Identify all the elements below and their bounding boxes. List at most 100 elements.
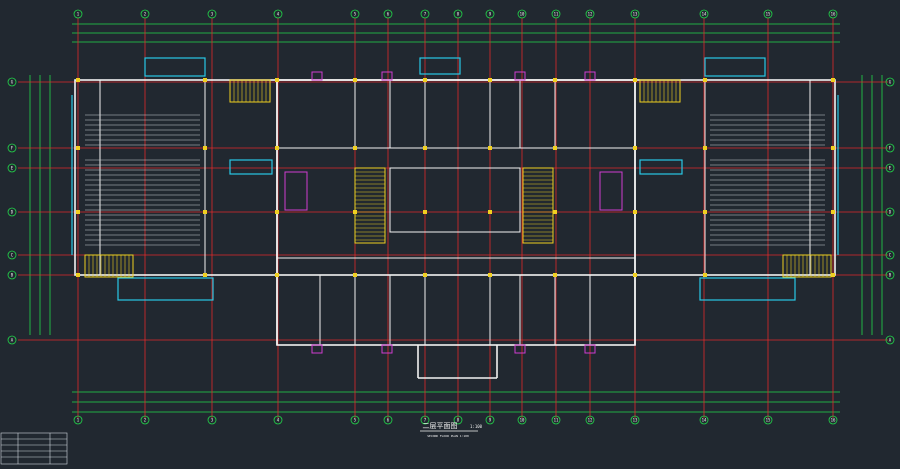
grid-bubble-top: 4 [273,9,283,19]
grid-label-top: 13 [633,12,638,17]
grid-bubble-bottom: 4 [273,415,283,425]
grid-label-right: E [889,166,892,171]
grid-label-right: G [889,80,892,85]
grid-bubble-bottom: 5 [350,415,360,425]
grid-label-bottom: 15 [766,418,771,423]
grid-bubble-top: 10 [517,9,527,19]
grid-bubble-left: A [7,335,17,345]
structural-columns [76,78,835,277]
grid-label-bottom: 3 [211,418,214,423]
grid-label-top: 15 [766,12,771,17]
grid-bubble-bottom: 16 [828,415,838,425]
grid-bubble-top: 13 [630,9,640,19]
grid-bubble-bottom: 6 [383,415,393,425]
grid-label-bottom: 14 [702,418,707,423]
grid-label-right: B [889,273,892,278]
grid-bubble-left: E [7,163,17,173]
grid-bubble-top: 15 [763,9,773,19]
grid-label-right: C [889,253,892,258]
grid-label-bottom: 6 [387,418,390,423]
fixtures [284,71,623,354]
grid-label-left: F [11,146,14,151]
grid-bubble-bottom: 9 [485,415,495,425]
grid-bubble-top: 3 [207,9,217,19]
grid-label-top: 7 [424,12,427,17]
grid-label-top: 10 [520,12,525,17]
grid-bubble-bottom: 7 [420,415,430,425]
grid-label-bottom: 9 [489,418,492,423]
grid-bubble-top: 7 [420,9,430,19]
interior-walls [99,80,811,345]
grid-label-right: F [889,146,892,151]
grid-label-top: 14 [702,12,707,17]
stair-treads [88,80,828,277]
grid-bubble-bottom: 15 [763,415,773,425]
grid-label-right: D [889,210,892,215]
grid-label-bottom: 2 [144,418,147,423]
grid-label-bottom: 1 [77,418,80,423]
grid-bubble-top: 5 [350,9,360,19]
grid-bubble-top: 1 [73,9,83,19]
grid-label-top: 16 [831,12,836,17]
grid-bubble-right: E [885,163,895,173]
grid-bubble-right: D [885,207,895,217]
grid-label-top: 5 [354,12,357,17]
grid-bubble-left: B [7,270,17,280]
grid-bubble-right: F [885,143,895,153]
grid-label-bottom: 11 [554,418,559,423]
grid-label-top: 2 [144,12,147,17]
grid-label-bottom: 7 [424,418,427,423]
grid-label-top: 4 [277,12,280,17]
drawing-scale: 1:100 [470,424,483,429]
grid-bubble-top: 6 [383,9,393,19]
grid-label-bottom: 5 [354,418,357,423]
grid-bubble-bottom: 10 [517,415,527,425]
grid-label-left: C [11,253,14,258]
grid-bubble-top: 9 [485,9,495,19]
grid-bubble-right: C [885,250,895,260]
grid-bubble-left: D [7,207,17,217]
grid-bubble-bottom: 3 [207,415,217,425]
grid-bubble-top: 14 [699,9,709,19]
grid-bubble-bottom: 14 [699,415,709,425]
grid-label-left: A [11,338,14,343]
grid-bubble-left: F [7,143,17,153]
drawing-subtitle: SECOND FLOOR PLAN 1:100 [427,434,469,438]
grid-label-left: D [11,210,14,215]
grid-bubble-bottom: 1 [73,415,83,425]
grid-label-top: 9 [489,12,492,17]
dimension-lines [29,23,883,413]
grid-label-bottom: 4 [277,418,280,423]
grid-label-left: B [11,273,14,278]
grid-label-left: G [11,80,14,85]
grid-label-bottom: 13 [633,418,638,423]
grid-label-bottom: 10 [520,418,525,423]
grid-bubble-bottom: 13 [630,415,640,425]
grid-label-bottom: 16 [831,418,836,423]
grid-bubble-bottom: 8 [453,415,463,425]
grid-label-left: E [11,166,14,171]
grid-bubble-bottom: 11 [551,415,561,425]
grid-label-bottom: 12 [588,418,593,423]
grid-label-bottom: 8 [457,418,460,423]
grid-bubble-left: G [7,77,17,87]
grid-label-top: 3 [211,12,214,17]
grid-label-right: A [889,338,892,343]
grid-label-top: 1 [77,12,80,17]
grid-bubble-left: C [7,250,17,260]
grid-bubble-top: 11 [551,9,561,19]
grid-bubble-top: 8 [453,9,463,19]
grid-bubbles: 1122334455667788991010111112121313141415… [7,9,895,425]
lecture-seating [85,114,825,246]
grid-bubble-right: A [885,335,895,345]
grid-bubble-right: B [885,270,895,280]
drawing-title: 二层平面图 [423,422,458,430]
grid-bubble-top: 12 [585,9,595,19]
grid-label-top: 12 [588,12,593,17]
grid-bubble-right: G [885,77,895,87]
grid-label-top: 6 [387,12,390,17]
grid-label-top: 11 [554,12,559,17]
grid-label-top: 8 [457,12,460,17]
